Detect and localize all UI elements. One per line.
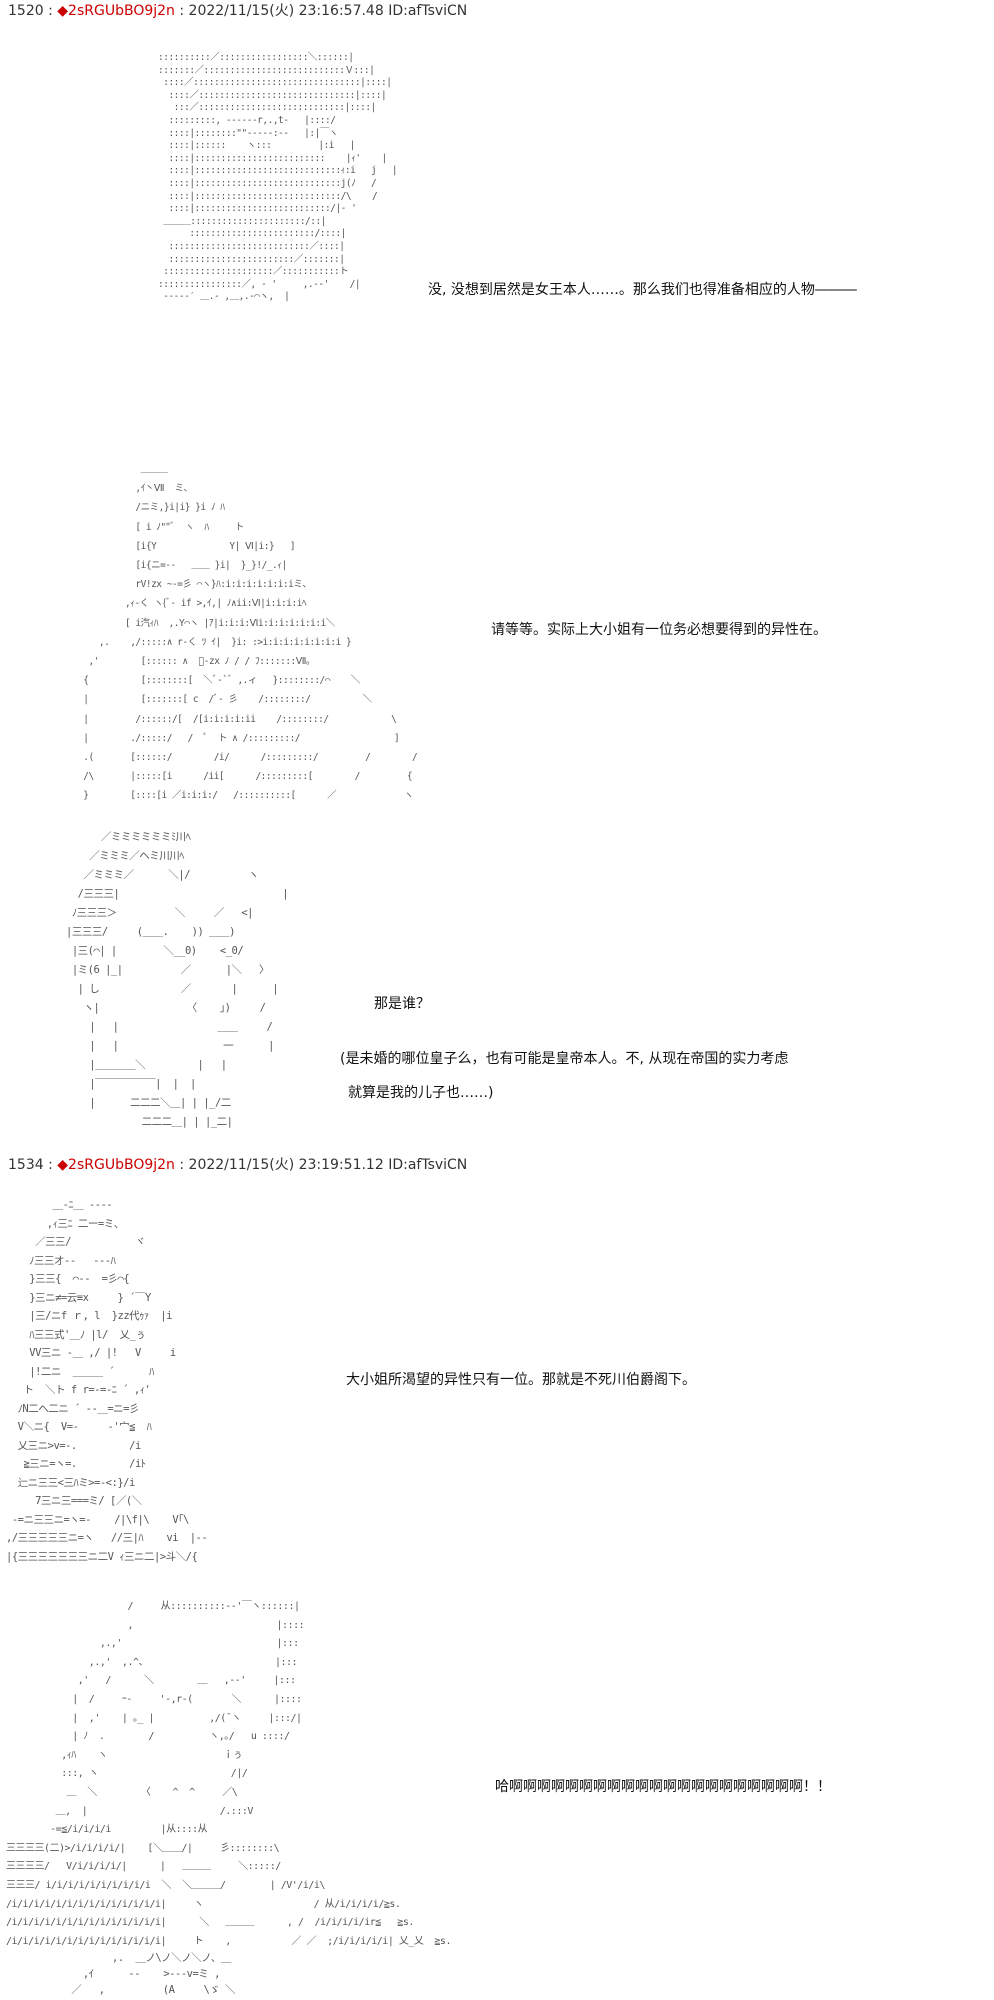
dialog-line: 哈啊啊啊啊啊啊啊啊啊啊啊啊啊啊啊啊啊啊啊啊啊！！ — [495, 1779, 831, 1795]
ascii-art-man-face: ／ミミミミミミﾐ川ﾍ ／ミミミ／ヘミ川川ﾍ ／ミミミ／ ＼|/ ヽ /三三三| … — [66, 831, 289, 1128]
trip-mark-icon: ◆ — [57, 3, 69, 19]
ascii-art-helmeted-man: ＿‐ﾆ＿ ‐‐‐‐ ,ｨ三ﾆ 二ー=ミ、 ／三三/ ヾ ﾉ三三オ‐‐ ‐‐‐ﾊ … — [6, 1199, 208, 1563]
post-number: 1520 — [8, 3, 44, 19]
post-separator: : — [43, 1157, 58, 1173]
post-number: 1534 — [8, 1157, 44, 1173]
post-header: 1534 : ◆2sRGUbBO9j2n : 2022/11/15(火) 23:… — [8, 1156, 467, 1174]
dialog-line: 没, 没想到居然是女王本人……。那么我们也得准备相应的人物――― — [428, 282, 857, 298]
ascii-art-bearded-man: ＿＿＿ ,ｲ丶Ⅶ ミ、 /ニミ,}i|i} }i ﾉ ﾊ [ i ﾉ""ﾞ ヽ … — [83, 464, 418, 802]
post-trip[interactable]: 2sRGUbBO9j2n — [68, 3, 175, 19]
post-trip[interactable]: 2sRGUbBO9j2n — [68, 1157, 175, 1173]
dialog-line: 请等等。实际上大小姐有一位务必想要得到的异性在。 — [491, 622, 827, 638]
dialog-line: (是未婚的哪位皇子么，也有可能是皇帝本人。不, 从现在帝国的实力考虑 — [340, 1051, 789, 1067]
dialog-line: 那是谁？ — [374, 996, 430, 1012]
post-header: 1520 : ◆2sRGUbBO9j2n : 2022/11/15(火) 23:… — [8, 2, 467, 20]
ascii-art-cloaked-figure: ::::::::::／:::::::::::::::::＼::::::| :::… — [158, 52, 398, 303]
post-meta: : 2022/11/15(火) 23:19:51.12 ID:afTsviCN — [174, 1157, 468, 1173]
post-meta: : 2022/11/15(火) 23:16:57.48 ID:afTsviCN — [174, 3, 468, 19]
dialog-line: 大小姐所渴望的异性只有一位。那就是不死川伯爵阁下。 — [346, 1372, 696, 1388]
post-separator: : — [43, 3, 58, 19]
trip-mark-icon: ◆ — [57, 1157, 69, 1173]
ascii-art-partial-figure: ,. ＿ノ\ノ＼ノ＼ノ、＿ ,ｲ ‐‐ >‐‐‐v=ミ , ／ , (A \ゞ … — [71, 1952, 236, 1996]
dialog-line: 就算是我的儿子也……) — [348, 1085, 494, 1101]
ascii-art-screaming-figure: / 从::::::::::‐‐'￣ヽ::::::| , |:::: ,.,' |… — [6, 1601, 451, 1947]
